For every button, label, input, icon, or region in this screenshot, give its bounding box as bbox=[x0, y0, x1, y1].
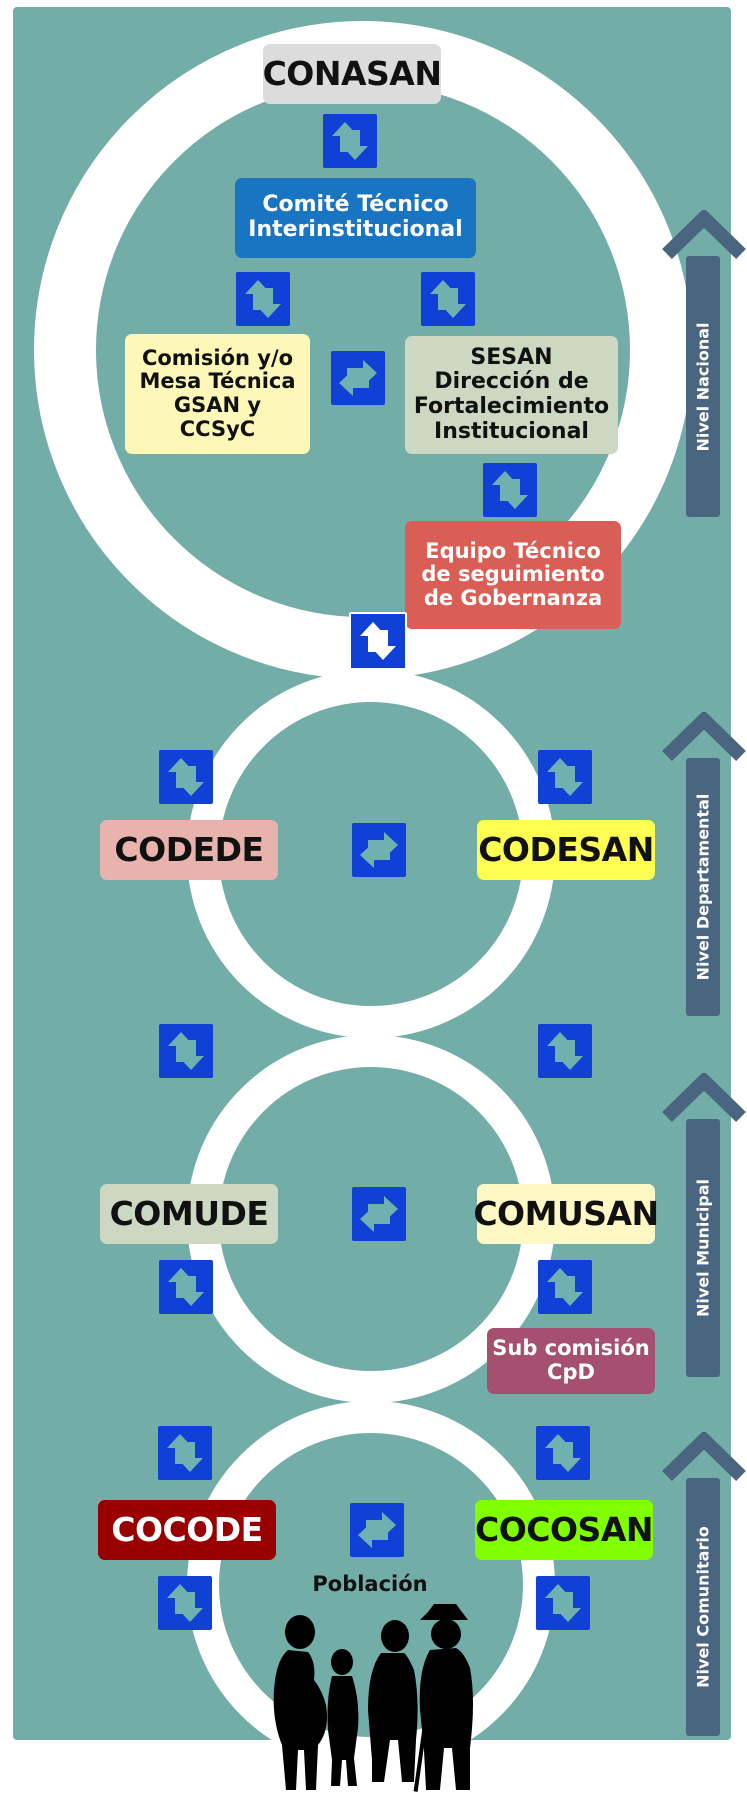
cocode-box: COCODE bbox=[98, 1500, 276, 1560]
vertical-exchange-arrows-icon bbox=[323, 114, 377, 168]
vertical-exchange-arrows-icon bbox=[538, 1024, 592, 1078]
comusan-box: COMUSAN bbox=[473, 1184, 659, 1244]
comision-box: Comisión y/o Mesa Técnica GSAN y CCSyC bbox=[125, 334, 310, 454]
vertical-exchange-arrows-icon bbox=[538, 1260, 592, 1314]
equipo-box: Equipo Técnico de seguimiento de Goberna… bbox=[405, 521, 621, 629]
subcomision-box: Sub comisión CpD bbox=[487, 1328, 655, 1394]
comude-box: COMUDE bbox=[100, 1184, 278, 1244]
codede-label: CODEDE bbox=[114, 829, 264, 869]
chevron-up-icon bbox=[662, 1073, 746, 1123]
vertical-exchange-arrows-icon bbox=[538, 750, 592, 804]
vertical-exchange-arrows-icon bbox=[536, 1576, 590, 1630]
comusan-label: COMUSAN bbox=[473, 1193, 659, 1233]
horizontal-exchange-arrows-icon bbox=[331, 351, 385, 405]
level-municipal-label: Nivel Municipal bbox=[693, 1178, 713, 1318]
codesan-box: CODESAN bbox=[477, 820, 655, 880]
vertical-exchange-arrows-icon bbox=[159, 1260, 213, 1314]
vertical-exchange-arrows-icon bbox=[421, 272, 475, 326]
vertical-exchange-arrows-icon bbox=[536, 1426, 590, 1480]
vertical-exchange-arrows-icon bbox=[236, 272, 290, 326]
level-comunitario: Nivel Comunitario bbox=[662, 1432, 746, 1738]
horizontal-exchange-arrows-icon bbox=[352, 1187, 406, 1241]
vertical-exchange-arrows-icon bbox=[349, 612, 407, 670]
chevron-up-icon bbox=[662, 210, 746, 260]
cocosan-label: COCOSAN bbox=[475, 1509, 653, 1549]
codesan-label: CODESAN bbox=[478, 829, 654, 869]
comude-label: COMUDE bbox=[109, 1193, 269, 1233]
vertical-exchange-arrows-icon bbox=[158, 1576, 212, 1630]
subcomision-label: Sub comisión CpD bbox=[492, 1336, 650, 1384]
vertical-exchange-arrows-icon bbox=[483, 463, 537, 517]
vertical-exchange-arrows-icon bbox=[159, 750, 213, 804]
level-comunitario-label: Nivel Comunitario bbox=[693, 1526, 713, 1688]
horizontal-exchange-arrows-icon bbox=[350, 1503, 404, 1557]
horizontal-exchange-arrows-icon bbox=[352, 823, 406, 877]
cocosan-box: COCOSAN bbox=[475, 1500, 653, 1560]
cocode-label: COCODE bbox=[111, 1509, 263, 1549]
conasan-label: CONASAN bbox=[262, 53, 442, 93]
vertical-exchange-arrows-icon bbox=[159, 1024, 213, 1078]
level-nacional-label: Nivel Nacional bbox=[693, 321, 713, 452]
chevron-up-icon bbox=[662, 712, 746, 762]
level-departamental: Nivel Departamental bbox=[662, 712, 746, 1018]
equipo-label: Equipo Técnico de seguimiento de Goberna… bbox=[421, 538, 605, 610]
codede-box: CODEDE bbox=[100, 820, 278, 880]
sesan-box: SESAN Dirección de Fortalecimiento Insti… bbox=[405, 336, 618, 454]
comite-box: Comité Técnico Interinstitucional bbox=[235, 178, 476, 258]
comite-label: Comité Técnico Interinstitucional bbox=[248, 192, 463, 242]
vertical-exchange-arrows-icon bbox=[158, 1426, 212, 1480]
poblacion-label: Población bbox=[312, 1572, 428, 1596]
level-municipal: Nivel Municipal bbox=[662, 1073, 746, 1379]
level-nacional: Nivel Nacional bbox=[662, 210, 746, 520]
comision-label: Comisión y/o Mesa Técnica GSAN y CCSyC bbox=[139, 345, 296, 441]
level-departamental-label: Nivel Departamental bbox=[693, 793, 713, 981]
sesan-label: SESAN Dirección de Fortalecimiento Insti… bbox=[413, 344, 610, 444]
chevron-up-icon bbox=[662, 1432, 746, 1482]
conasan-box: CONASAN bbox=[262, 44, 442, 104]
